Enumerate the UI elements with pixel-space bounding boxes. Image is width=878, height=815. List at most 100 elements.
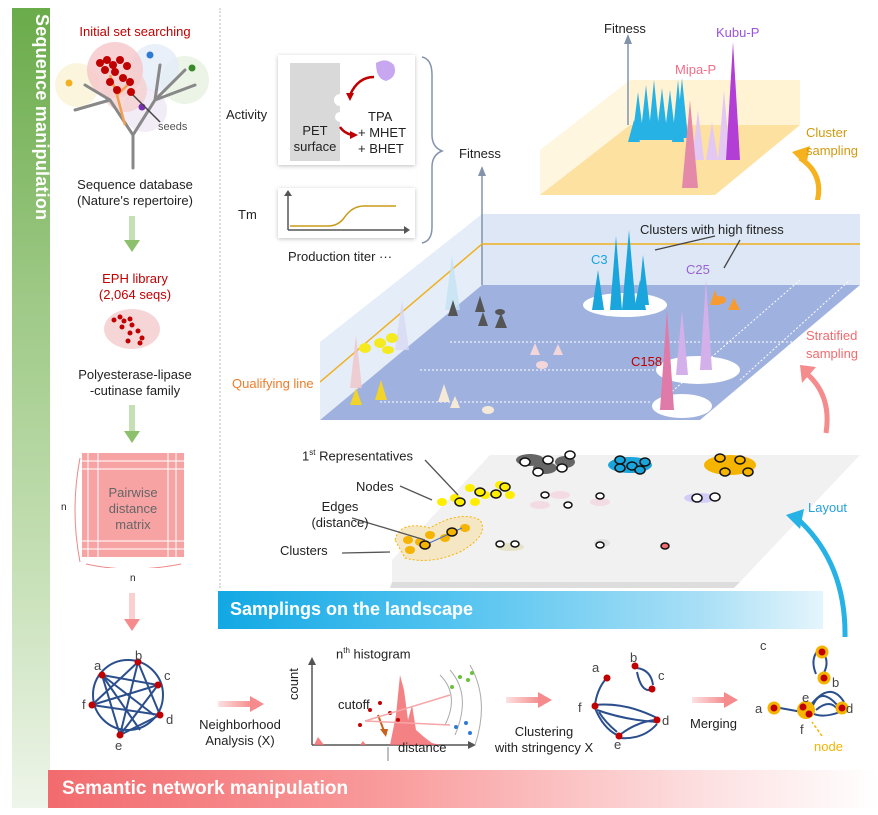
stratified-arrow-icon: [800, 365, 830, 434]
clustered-network-graph: [591, 662, 661, 740]
arrow-down-icon: [124, 405, 140, 443]
neighborhood-label: Neighborhood: [199, 717, 281, 732]
product-bhet: + BHET: [358, 141, 404, 156]
matrix-cols-label: n: [130, 573, 136, 584]
activity-label: Activity: [226, 107, 268, 122]
pet-surface: [290, 63, 340, 161]
arrow-down-icon: [124, 216, 140, 252]
fitness-landscape: [320, 166, 860, 420]
merged-node-c-label: c: [760, 638, 767, 653]
sequence-manipulation-banner: Sequence manipulation: [12, 8, 52, 808]
natures-repertoire-label: (Nature's repertoire): [77, 193, 193, 208]
eph-library-label: EPH library: [102, 271, 168, 286]
blue-cluster-peaks: [628, 78, 688, 142]
layout-arrow-icon: [786, 509, 848, 638]
cluster-sampling-line2: sampling: [806, 143, 859, 158]
merged-node-b-label: b: [832, 675, 840, 690]
cluster-node-b-label: b: [630, 650, 638, 665]
node-a-label: a: [94, 658, 102, 673]
histogram-area: [314, 675, 440, 745]
matrix-label-line2: distance: [108, 501, 158, 516]
landscape-floor: [320, 285, 860, 420]
family-label-line2: -cutinase family: [89, 383, 181, 398]
clusters-high-fitness-label: Clusters with high fitness: [640, 222, 784, 237]
top-fitness-label: Fitness: [604, 21, 646, 36]
cluster-c158-peak: [660, 310, 674, 410]
family-label-line1: Polyesterase-lipase: [78, 367, 192, 382]
seeds-label: seeds: [158, 121, 188, 133]
cutoff-label: cutoff: [338, 697, 370, 712]
cluster-node-f-label: f: [578, 700, 582, 715]
sequence-manipulation-title: Sequence manipulation: [32, 14, 52, 221]
fitness-label: Fitness: [459, 146, 501, 161]
samplings-banner: Samplings on the landscape: [218, 591, 823, 629]
matrix-braces: [74, 457, 182, 568]
seed-dots: [96, 56, 135, 96]
merged-node-f-label: f: [800, 722, 804, 737]
histogram-title: nth histogram: [336, 646, 411, 662]
arrow-down-icon: [124, 593, 140, 631]
nodes-label: Nodes: [356, 479, 394, 494]
clustering-label: Clustering: [514, 724, 574, 739]
node-f-label: f: [82, 697, 86, 712]
sequence-database-label: Sequence database: [77, 177, 193, 192]
representatives-label: 1st Representatives: [302, 448, 414, 464]
eph-library-count: (2,064 seqs): [98, 287, 172, 302]
tm-melting-curve: [284, 190, 410, 234]
cluster-c3-label: C3: [591, 252, 608, 267]
full-network-graph: [88, 658, 164, 739]
phylogenetic-tree-illustration: [55, 42, 209, 170]
tm-card: [278, 188, 415, 238]
landscape-back-wall: [482, 214, 860, 285]
production-titer-label: Production titer ···: [288, 249, 393, 264]
matrix-label-line3: matrix: [115, 517, 151, 532]
mipa-p-label: Mipa-P: [675, 62, 717, 77]
cluster-node-c-label: c: [658, 668, 665, 683]
kubu-peak: [726, 42, 740, 160]
layout-label: Layout: [808, 500, 848, 515]
node-annotation-label: node: [814, 739, 843, 754]
count-axis-label: count: [286, 668, 301, 700]
arrow-right-icon: [506, 692, 552, 708]
qualifying-line-label: Qualifying line: [232, 376, 314, 391]
cluster-c158-label: C158: [631, 354, 663, 369]
product-mhet: + MHET: [358, 125, 407, 140]
cluster-c3-peaks: [592, 230, 649, 310]
arrow-right-icon: [218, 696, 264, 712]
network-plane: [341, 450, 860, 588]
stratified-sampling-line1: Stratified: [806, 328, 858, 343]
clusters-label: Clusters: [280, 543, 328, 558]
node-d-label: d: [166, 712, 174, 727]
mipa-peak: [682, 100, 698, 188]
samplings-title: Samplings on the landscape: [230, 599, 474, 619]
edges-label: Edges: [321, 499, 359, 514]
merged-node-a-label: a: [755, 701, 763, 716]
cluster-node-a-label: a: [592, 660, 600, 675]
edges-distance-label: (distance): [311, 515, 369, 530]
cluster-node-e-label: e: [614, 737, 622, 752]
distance-histogram: [308, 657, 482, 761]
cluster-node-d-label: d: [662, 713, 670, 728]
activity-card: PET surface TPA + MHET + BHET: [278, 55, 415, 165]
kubu-p-label: Kubu-P: [716, 25, 760, 40]
section-divider: [219, 8, 221, 588]
stringency-label: with stringency X: [494, 740, 594, 755]
node-b-label: b: [135, 648, 143, 663]
pairwise-distance-matrix: Pairwise distance matrix: [82, 453, 184, 557]
analysis-x-label: Analysis (X): [205, 733, 275, 748]
merged-node-d-label: d: [846, 701, 854, 716]
matrix-label-line1: Pairwise: [108, 485, 158, 500]
node-e-label: e: [115, 738, 123, 753]
merged-node-e-label: e: [802, 690, 810, 705]
cluster-c25-peaks: [676, 280, 712, 375]
distance-axis-label: distance: [398, 740, 447, 755]
cluster-landscape: [540, 34, 822, 200]
cluster-sampling-line1: Cluster: [806, 125, 848, 140]
stratified-sampling-line2: sampling: [806, 346, 859, 361]
library-cluster-illustration: [104, 309, 160, 349]
cluster-c25-label: C25: [686, 262, 710, 277]
product-tpa: TPA: [368, 109, 393, 124]
arrow-right-icon: [692, 692, 738, 708]
matrix-rows-label: n: [61, 502, 67, 513]
tm-label: Tm: [238, 207, 257, 222]
